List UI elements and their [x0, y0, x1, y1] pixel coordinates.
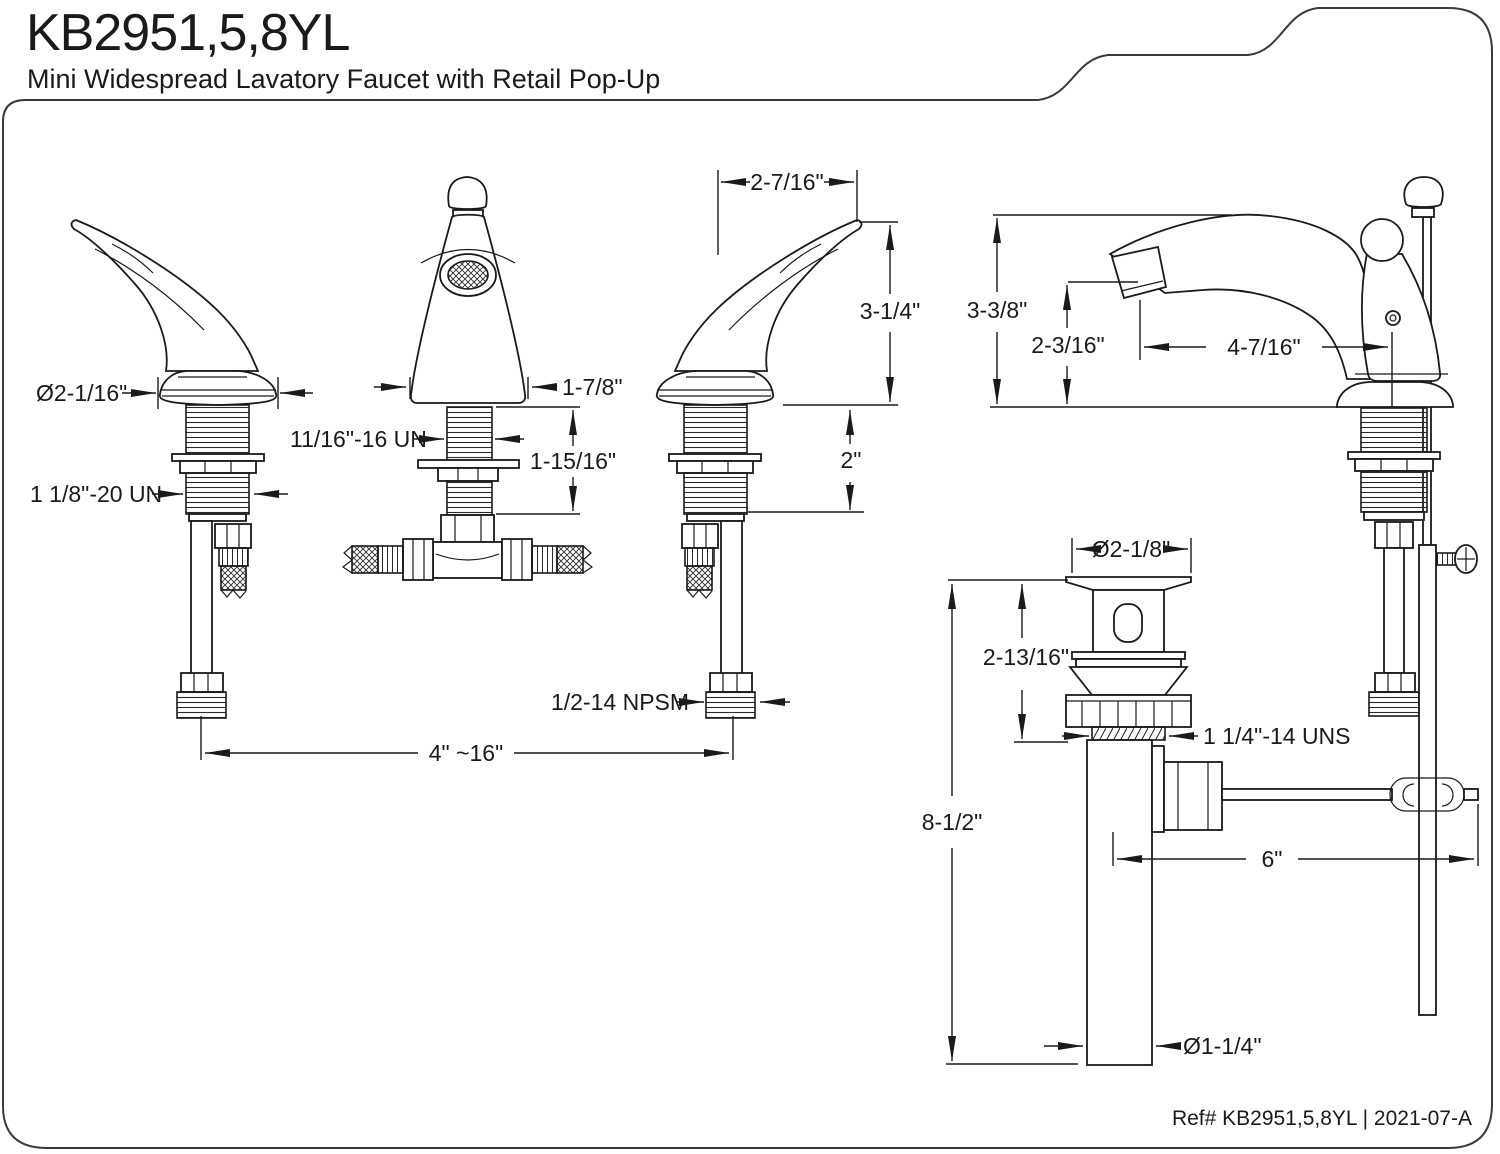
svg-text:4-7/16": 4-7/16" — [1227, 334, 1300, 360]
dim-handle-base-diameter: Ø2-1/16" — [36, 377, 313, 409]
dim-spout-shank-thread: 11/16"-16 UN — [290, 426, 524, 452]
svg-text:1-15/16": 1-15/16" — [530, 448, 616, 474]
dim-handle-shank-length: 2" — [748, 410, 864, 513]
reference-number: Ref# KB2951,5,8YL | 2021-07-A — [1172, 1107, 1472, 1130]
dim-faucet-height: 3-3/8" — [967, 214, 1337, 408]
dim-handle-shank-thread: 1 1/8"-20 UN — [30, 481, 288, 507]
svg-text:1-7/8": 1-7/8" — [562, 374, 623, 400]
side-view — [1065, 176, 1479, 1066]
svg-text:Ø2-1/8": Ø2-1/8" — [1092, 536, 1170, 562]
front-right-handle — [655, 219, 863, 719]
dim-spout-reach: 4-7/16" — [1139, 300, 1393, 407]
page-subtitle: Mini Widespread Lavatory Faucet with Ret… — [27, 64, 660, 94]
dim-spout-base-width: 1-7/8" — [374, 374, 623, 400]
svg-text:2-7/16": 2-7/16" — [750, 169, 823, 195]
page-title: KB2951,5,8YL — [26, 4, 349, 62]
front-view — [70, 176, 863, 719]
page-border — [1, 7, 1493, 1149]
svg-text:Ø2-1/16": Ø2-1/16" — [36, 380, 127, 406]
lift-rod-strap — [1418, 544, 1478, 1016]
dim-spout-outlet-height: 2-3/16" — [1031, 281, 1138, 404]
svg-text:1 1/4"-14 UNS: 1 1/4"-14 UNS — [1203, 723, 1351, 749]
svg-text:3-1/4": 3-1/4" — [860, 298, 921, 324]
dim-tailpiece-diameter: Ø1-1/4" — [1044, 1033, 1261, 1059]
svg-text:Ø1-1/4": Ø1-1/4" — [1183, 1033, 1261, 1059]
dim-spout-shank-length: 1-15/16" — [496, 406, 616, 515]
svg-text:6": 6" — [1262, 846, 1283, 872]
svg-text:2-13/16": 2-13/16" — [983, 644, 1069, 670]
svg-text:4" ~16": 4" ~16" — [429, 740, 504, 766]
dim-drain-flange-diameter: Ø2-1/8" — [1071, 536, 1192, 573]
front-spout — [409, 176, 527, 516]
front-left-handle — [70, 219, 278, 719]
dim-supply-connector-thread: 1/2-14 NPSM — [551, 689, 790, 715]
dimensions: Ø2-1/16" 1 1/8"-20 UN 11/16"-16 UN 1-7/8… — [30, 169, 1479, 1065]
svg-text:1/2-14 NPSM: 1/2-14 NPSM — [551, 689, 689, 715]
svg-text:8-1/2": 8-1/2" — [922, 809, 983, 835]
svg-text:2-3/16": 2-3/16" — [1031, 332, 1104, 358]
supply-tee — [341, 514, 594, 581]
svg-text:2": 2" — [841, 447, 862, 473]
dim-drain-thread: 1 1/4"-14 UNS — [1062, 723, 1351, 749]
dim-drain-upper-length: 2-13/16" — [948, 579, 1069, 743]
svg-text:1 1/8"-20 UN: 1 1/8"-20 UN — [30, 481, 162, 507]
dim-handle-width: 2-7/16" — [717, 169, 858, 255]
dim-drain-overall-length: 8-1/2" — [922, 584, 1078, 1065]
dim-faucet-spread: 4" ~16" — [200, 716, 734, 766]
dim-handle-height: 3-1/4" — [783, 221, 921, 406]
svg-text:11/16"-16 UN: 11/16"-16 UN — [290, 426, 427, 452]
svg-text:3-3/8": 3-3/8" — [967, 297, 1028, 323]
dim-lift-rod-offset: 6" — [1112, 804, 1479, 872]
popup-drain — [1065, 576, 1479, 1066]
side-faucet-body — [1108, 213, 1454, 717]
